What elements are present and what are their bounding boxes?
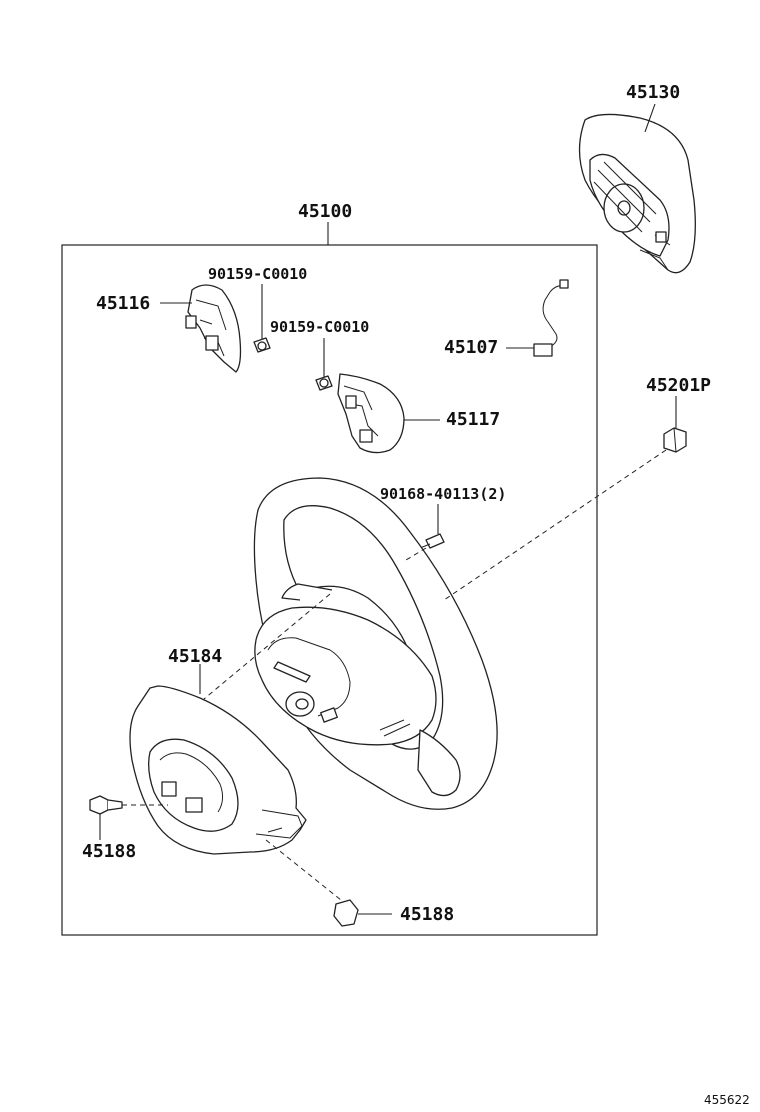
label-45130: 45130 bbox=[626, 82, 680, 103]
bolt-45188-left bbox=[89, 795, 168, 840]
assembly-box bbox=[61, 244, 598, 936]
screw-90168 bbox=[419, 504, 445, 549]
bolt-45188-bottom bbox=[265, 839, 392, 927]
airbag-module-45130 bbox=[578, 103, 696, 274]
screw-90159-lower bbox=[315, 338, 333, 391]
screw-90159-upper bbox=[253, 284, 271, 353]
cover-piece-45117 bbox=[337, 373, 440, 454]
label-90168: 90168-40113(2) bbox=[380, 485, 506, 503]
wire-harness-45107 bbox=[506, 279, 569, 357]
label-90159-upper: 90159-C0010 bbox=[208, 265, 307, 283]
label-45188-bottom: 45188 bbox=[400, 904, 454, 925]
cover-piece-45116 bbox=[160, 284, 242, 373]
center-axis-line bbox=[197, 593, 331, 705]
label-45107: 45107 bbox=[444, 337, 498, 358]
nut-45201P bbox=[663, 396, 687, 453]
label-45117: 45117 bbox=[446, 409, 500, 430]
diagram-id: 455622 bbox=[704, 1093, 750, 1107]
nut-axis-line bbox=[443, 449, 667, 601]
label-45184: 45184 bbox=[168, 646, 222, 667]
screw-axis-line bbox=[405, 547, 427, 561]
label-45116: 45116 bbox=[96, 293, 150, 314]
label-45188-left: 45188 bbox=[82, 841, 136, 862]
label-45201P: 45201P bbox=[646, 375, 711, 396]
label-90159-lower: 90159-C0010 bbox=[270, 318, 369, 336]
steering-wheel bbox=[253, 477, 498, 810]
lower-cover-45184 bbox=[129, 664, 307, 855]
assembly-label: 45100 bbox=[298, 201, 352, 222]
